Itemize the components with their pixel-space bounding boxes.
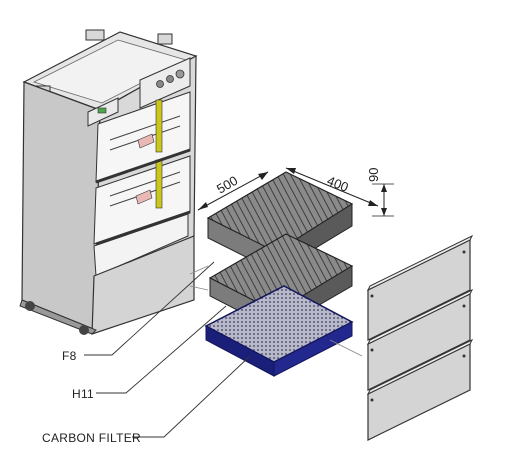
pink-part [137, 133, 155, 149]
caster-wheel [79, 325, 89, 335]
dimension-length: 500 [214, 173, 240, 197]
leader-lines [84, 261, 251, 438]
yellow-bracket [155, 99, 163, 153]
label-h11: H11 [72, 387, 94, 401]
dimension-lines [197, 167, 394, 217]
front-panels [366, 234, 474, 441]
label-carbon-filter: CARBON FILTER [42, 431, 141, 445]
dimension-width: 400 [325, 173, 351, 195]
display-screen [97, 107, 107, 114]
caster-wheel [25, 301, 35, 311]
control-knob-icon [166, 75, 174, 83]
yellow-bracket [155, 159, 163, 209]
assembly-guides [189, 265, 363, 357]
control-knob-icon [175, 69, 185, 79]
carbon-filter [204, 285, 354, 377]
pink-part [135, 189, 153, 205]
cabinet [19, 29, 198, 335]
control-knob-icon [156, 80, 164, 88]
dimension-height: 90 [366, 168, 381, 182]
cabinet-base-box [91, 235, 195, 335]
lid-handle [157, 33, 173, 45]
lid-handle [85, 29, 105, 41]
label-f8: F8 [62, 349, 77, 363]
